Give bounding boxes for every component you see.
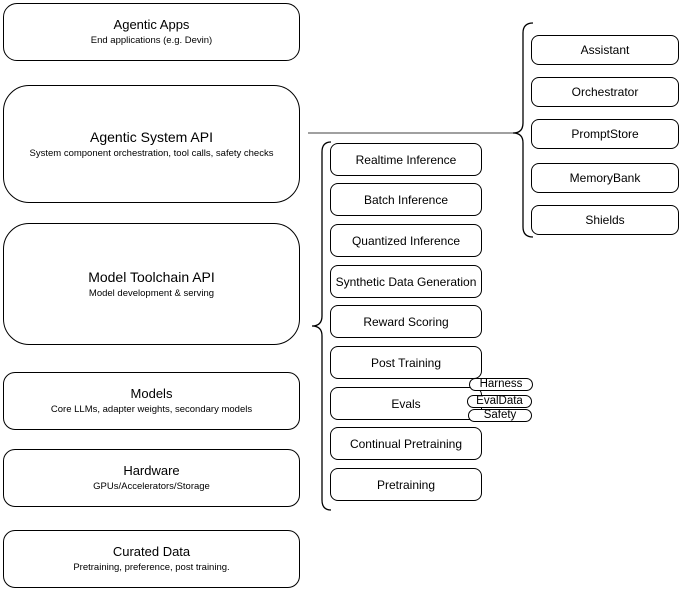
middle-column-brace (311, 141, 332, 511)
tag-label: Harness (479, 378, 523, 390)
node-label: MemoryBank (569, 171, 641, 185)
node-title: Hardware (123, 463, 180, 478)
node-evals: Evals (330, 387, 482, 420)
node-label: Assistant (580, 43, 630, 57)
tag-harness: Harness (469, 378, 533, 391)
node-hardware: Hardware GPUs/Accelerators/Storage (3, 449, 300, 507)
node-subtitle: Model development & serving (88, 287, 215, 299)
node-assistant: Assistant (531, 35, 679, 65)
node-reward-scoring: Reward Scoring (330, 305, 482, 338)
node-title: Model Toolchain API (88, 268, 215, 285)
node-subtitle: GPUs/Accelerators/Storage (93, 481, 210, 492)
node-subtitle: End applications (e.g. Devin) (90, 35, 213, 46)
node-title: Agentic System API (90, 128, 213, 145)
tag-evaldata: EvalData (467, 395, 532, 408)
node-continual-pretraining: Continual Pretraining (330, 427, 482, 460)
node-curated-data: Curated Data Pretraining, preference, po… (3, 530, 300, 588)
node-post-training: Post Training (330, 346, 482, 379)
node-label: Batch Inference (363, 192, 449, 207)
node-label: Synthetic Data Generation (335, 274, 477, 289)
node-title: Curated Data (112, 544, 191, 559)
node-models: Models Core LLMs, adapter weights, secon… (3, 372, 300, 430)
node-quantized-inference: Quantized Inference (330, 224, 482, 257)
node-model-toolchain-api: Model Toolchain API Model development & … (3, 223, 300, 345)
node-label: Quantized Inference (351, 233, 461, 248)
node-label: Post Training (370, 355, 442, 370)
node-label: Reward Scoring (363, 314, 449, 329)
node-label: Pretraining (376, 477, 436, 492)
node-title: Models (130, 386, 173, 401)
tag-label: EvalData (476, 395, 523, 407)
node-label: Orchestrator (571, 85, 639, 99)
node-memorybank: MemoryBank (531, 163, 679, 193)
node-label: Continual Pretraining (349, 436, 463, 451)
node-batch-inference: Batch Inference (330, 183, 482, 216)
node-subtitle: Pretraining, preference, post training. (73, 562, 230, 573)
node-orchestrator: Orchestrator (531, 77, 679, 107)
node-label: Realtime Inference (355, 152, 457, 167)
tag-safety: Safety (468, 409, 532, 422)
node-pretraining: Pretraining (330, 468, 482, 501)
node-subtitle: Core LLMs, adapter weights, secondary mo… (50, 404, 253, 415)
node-synthetic-data-generation: Synthetic Data Generation (330, 265, 482, 298)
node-agentic-apps: Agentic Apps End applications (e.g. Devi… (3, 3, 300, 61)
right-column-brace (512, 22, 534, 238)
node-agentic-system-api: Agentic System API System component orch… (3, 85, 300, 203)
node-subtitle: System component orchestration, tool cal… (29, 147, 274, 159)
tag-label: Safety (483, 409, 517, 421)
node-title: Agentic Apps (113, 17, 190, 32)
node-label: Evals (391, 396, 421, 411)
node-label: Shields (585, 213, 625, 227)
node-label: PromptStore (571, 127, 639, 141)
node-realtime-inference: Realtime Inference (330, 143, 482, 176)
node-shields: Shields (531, 205, 679, 235)
node-promptstore: PromptStore (531, 119, 679, 149)
